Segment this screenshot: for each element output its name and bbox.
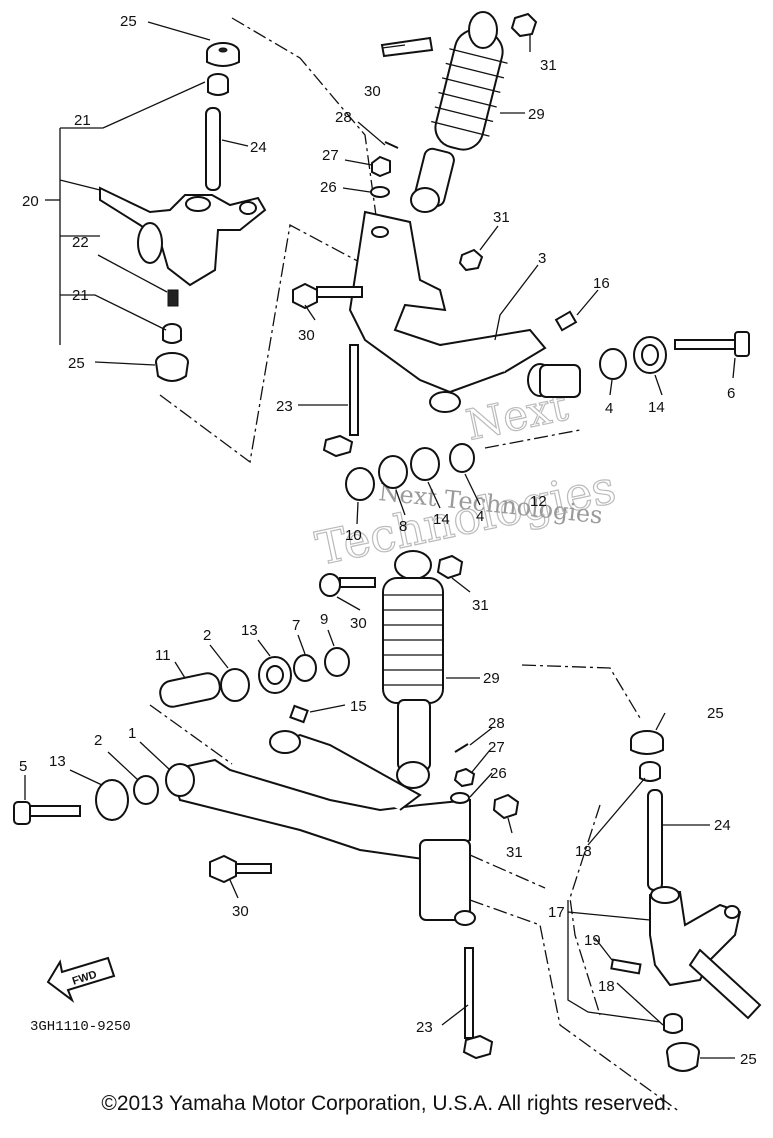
part-number: 13	[241, 622, 258, 639]
part-number: 11	[155, 647, 171, 664]
part-number: 25	[120, 13, 137, 30]
part-number: 24	[714, 817, 731, 834]
part-number: 25	[68, 355, 85, 372]
part-number: 1	[128, 725, 136, 742]
part-number: 4	[605, 400, 613, 417]
fwd-arrow-icon: FWD	[46, 956, 116, 1003]
part-number: 27	[488, 739, 505, 756]
part-number: 31	[540, 57, 557, 74]
part-number: 18	[575, 843, 592, 860]
part-number: 29	[483, 670, 500, 687]
upper-bolts	[292, 282, 750, 458]
part-number: 7	[292, 617, 300, 634]
part-number: 17	[548, 904, 565, 921]
part-number: 18	[598, 978, 615, 995]
part-number: 8	[399, 518, 407, 535]
part-number: 21	[74, 112, 91, 129]
part-number: 12	[530, 493, 547, 510]
part-number: 31	[493, 209, 510, 226]
part-number: 30	[350, 615, 367, 632]
part-number: 24	[250, 139, 267, 156]
copyright-notice: ©2013 Yamaha Motor Corporation, U.S.A. A…	[101, 1092, 672, 1115]
middle-bushings	[319, 443, 475, 597]
part-number: 28	[488, 715, 505, 732]
part-number: 30	[232, 903, 249, 920]
diagram-code: 3GH1110-9250	[30, 1019, 131, 1035]
leader-lines	[24, 21, 736, 1059]
part-number: 4	[476, 508, 484, 525]
lower-bolts	[13, 743, 520, 1060]
part-number: 25	[707, 705, 724, 722]
part-number: 19	[584, 932, 601, 949]
upper-arm	[348, 141, 581, 413]
part-number: 28	[335, 109, 352, 126]
part-number: 21	[72, 287, 89, 304]
part-number: 29	[528, 106, 545, 123]
part-number: 25	[740, 1051, 757, 1068]
lower-shock	[382, 550, 444, 789]
part-number: 9	[320, 611, 328, 628]
part-number: 6	[727, 385, 735, 402]
part-number: 26	[490, 765, 507, 782]
lower-arm	[159, 647, 476, 926]
part-number: 31	[472, 597, 489, 614]
part-number: 3	[538, 250, 546, 267]
part-number: 2	[203, 627, 211, 644]
part-number-labels: 25 21 24 20 22 21 25 30 31 29 28 27 26 3…	[19, 13, 757, 1068]
part-number: 30	[298, 327, 315, 344]
part-number: 15	[350, 698, 367, 715]
part-number: 20	[22, 193, 39, 210]
part-number: 23	[416, 1019, 433, 1036]
part-number: 10	[345, 527, 362, 544]
upper-shock	[380, 11, 538, 213]
part-number: 26	[320, 179, 337, 196]
part-number: 2	[94, 732, 102, 749]
part-number: 5	[19, 758, 27, 775]
part-number: 14	[648, 399, 665, 416]
part-number: 27	[322, 147, 339, 164]
part-number: 22	[72, 234, 89, 251]
lower-knuckle	[610, 730, 762, 1072]
part-number: 14	[433, 511, 450, 528]
upper-knuckle	[99, 42, 267, 382]
part-number: 13	[49, 753, 66, 770]
part-number: 30	[364, 83, 381, 100]
part-number: 23	[276, 398, 293, 415]
part-number: 31	[506, 844, 523, 861]
part-number: 16	[593, 275, 610, 292]
